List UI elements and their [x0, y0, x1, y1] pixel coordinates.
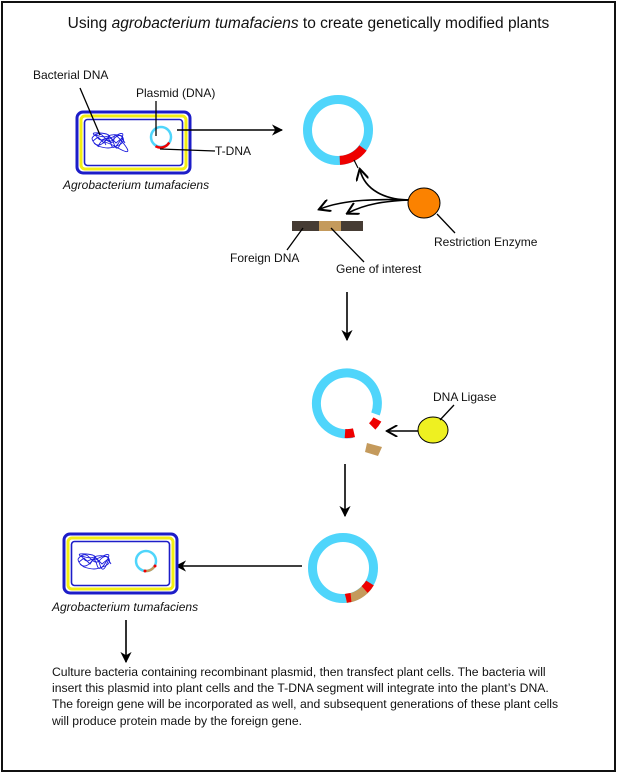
bacterial-dna-tangle-bottom	[77, 553, 112, 570]
label-foreign-dna: Foreign DNA	[230, 251, 300, 265]
label-organism-top: Agrobacterium tumafaciens	[63, 178, 210, 192]
cell-inner-membrane	[83, 118, 184, 167]
title-prefix: Using	[67, 15, 112, 32]
diagram-title: Using agrobacterium tumafaciens to creat…	[0, 15, 617, 33]
restriction-enzyme	[407, 187, 441, 219]
cut-site	[353, 159, 359, 169]
description-text: Culture bacteria containing recombinant …	[52, 665, 559, 728]
plasmid-large-1	[303, 95, 373, 169]
enzyme-arrow-dna-right	[348, 199, 411, 213]
enzyme-arrow-plasmid	[360, 170, 411, 201]
leader-foreign-dna	[286, 227, 304, 251]
label-restriction-enzyme: Restriction Enzyme	[434, 235, 538, 249]
label-t-dna: T-DNA	[215, 144, 251, 158]
title-suffix: to create genetically modified plants	[298, 15, 550, 32]
bacterial-dna-tangle	[91, 132, 129, 153]
foreign-dna-strip	[292, 221, 363, 231]
leader-ligase	[439, 404, 455, 421]
title-italic: agrobacterium tumafaciens	[111, 15, 299, 32]
leader-t-dna	[159, 148, 216, 152]
leader-enzyme	[436, 213, 456, 234]
label-gene-of-interest: Gene of interest	[336, 262, 422, 276]
plasmid-opened	[311, 368, 382, 456]
gene-of-interest-segment	[319, 221, 341, 231]
label-organism-bottom: Agrobacterium tumafaciens	[52, 600, 199, 614]
plasmid-recombinant	[308, 533, 378, 603]
t-dna-segment	[339, 145, 367, 165]
t-dna-segment-small	[154, 141, 171, 149]
label-plasmid-dna: Plasmid (DNA)	[136, 86, 216, 100]
bacterium-cell-bottom	[62, 532, 179, 595]
cell-wall	[79, 114, 188, 171]
leader-bacterial-dna	[79, 87, 101, 136]
label-bacterial-dna: Bacterial DNA	[33, 68, 109, 82]
gene-fragment	[365, 443, 382, 456]
leader-gene	[330, 227, 365, 263]
label-dna-ligase: DNA Ligase	[433, 390, 497, 404]
dna-ligase	[417, 416, 449, 444]
bacterium-cell-top	[75, 110, 192, 175]
